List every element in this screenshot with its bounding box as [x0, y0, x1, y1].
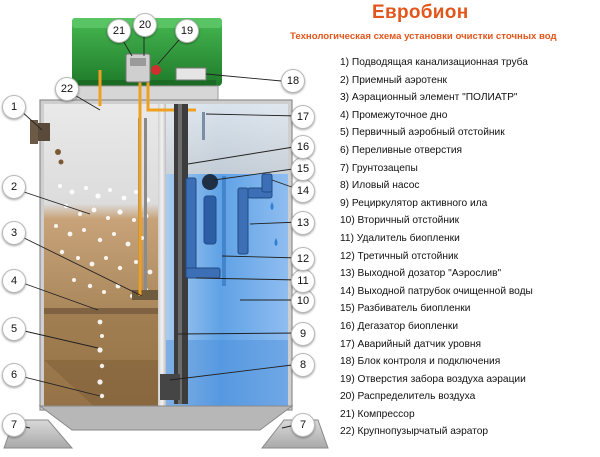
callout-7-left: 7 — [2, 413, 26, 437]
legend-item: 22) Крупнопузырчатый аэратор — [340, 426, 489, 438]
callout-5: 5 — [2, 317, 26, 341]
diagram-subtitle: Технологическая схема установки очистки … — [290, 31, 557, 42]
callout-6: 6 — [2, 363, 26, 387]
brand-part-1: Евро — [372, 2, 421, 23]
legend-item: 13) Выходной дозатор "Аэрослив" — [340, 268, 502, 280]
legend-item: 20) Распределитель воздуха — [340, 391, 476, 403]
legend-item: 7) Грунтозацепы — [340, 162, 418, 174]
dark-pipes — [160, 104, 188, 404]
callout-7-right: 7 — [291, 413, 315, 437]
inner-partition — [222, 176, 226, 286]
callout-20: 20 — [133, 13, 157, 37]
callout-22: 22 — [55, 77, 79, 101]
callout-13: 13 — [291, 211, 315, 235]
control-block — [175, 67, 207, 81]
biofilm-breaker — [202, 174, 218, 190]
callout-18: 18 — [281, 69, 305, 93]
compressor — [125, 53, 161, 83]
legend-item: 14) Выходной патрубок очищенной воды — [340, 285, 533, 297]
callout-2: 2 — [2, 175, 26, 199]
outlet-drops — [270, 202, 278, 246]
callout-4: 4 — [2, 269, 26, 293]
callout-9: 9 — [291, 322, 315, 346]
brand-logo: Евробион — [372, 2, 468, 24]
callout-15: 15 — [291, 157, 315, 181]
inlet-pipe — [30, 120, 64, 165]
legend-item: 16) Дегазатор биопленки — [340, 320, 459, 332]
legend-item: 12) Третичный отстойник — [340, 250, 459, 262]
callout-19: 19 — [175, 19, 199, 43]
legend-item: 18) Блок контроля и подключения — [340, 356, 501, 368]
outlet-pipes — [185, 173, 273, 279]
callout-17: 17 — [291, 105, 315, 129]
legend-item: 10) Вторичный отстойник — [340, 215, 460, 227]
legend-item: 11) Удалитель биопленки — [340, 232, 460, 244]
legend: 1) Подводящая канализационная труба 2) П… — [340, 54, 598, 441]
callout-16: 16 — [291, 135, 315, 159]
legend-item: 17) Аварийный датчик уровня — [340, 338, 482, 350]
legend-item: 15) Разбиватель биопленки — [340, 303, 471, 315]
legend-item: 5) Первичный аэробный отстойник — [340, 127, 505, 139]
legend-item: 2) Приемный аэротенк — [340, 74, 447, 86]
callout-8: 8 — [291, 353, 315, 377]
legend-item: 6) Переливные отверстия — [340, 144, 463, 156]
leader-lines — [11, 26, 301, 429]
brand-part-2: бион — [420, 2, 469, 23]
callout-14: 14 — [291, 179, 315, 203]
treatment-plant-diagram — [3, 18, 329, 449]
legend-item: 1) Подводящая канализационная труба — [340, 57, 528, 68]
partition-wall — [158, 104, 166, 406]
callout-11: 11 — [291, 269, 315, 293]
legend-item: 19) Отверстия забора воздуха аэрации — [340, 373, 526, 385]
callout-21: 21 — [107, 19, 131, 43]
legend-item: 21) Компрессор — [340, 408, 415, 420]
legend-item: 3) Аэрационный элемент "ПОЛИАТР" — [340, 92, 518, 104]
callout-3: 3 — [2, 221, 26, 245]
legend-item: 9) Рециркулятор активного ила — [340, 197, 488, 209]
legend-item: 8) Иловый насос — [340, 180, 420, 192]
callout-12: 12 — [291, 247, 315, 271]
level-sensor — [202, 112, 205, 140]
tank-base — [3, 405, 329, 449]
legend-item: 4) Промежуточное дно — [340, 109, 448, 121]
callout-1: 1 — [2, 95, 26, 119]
